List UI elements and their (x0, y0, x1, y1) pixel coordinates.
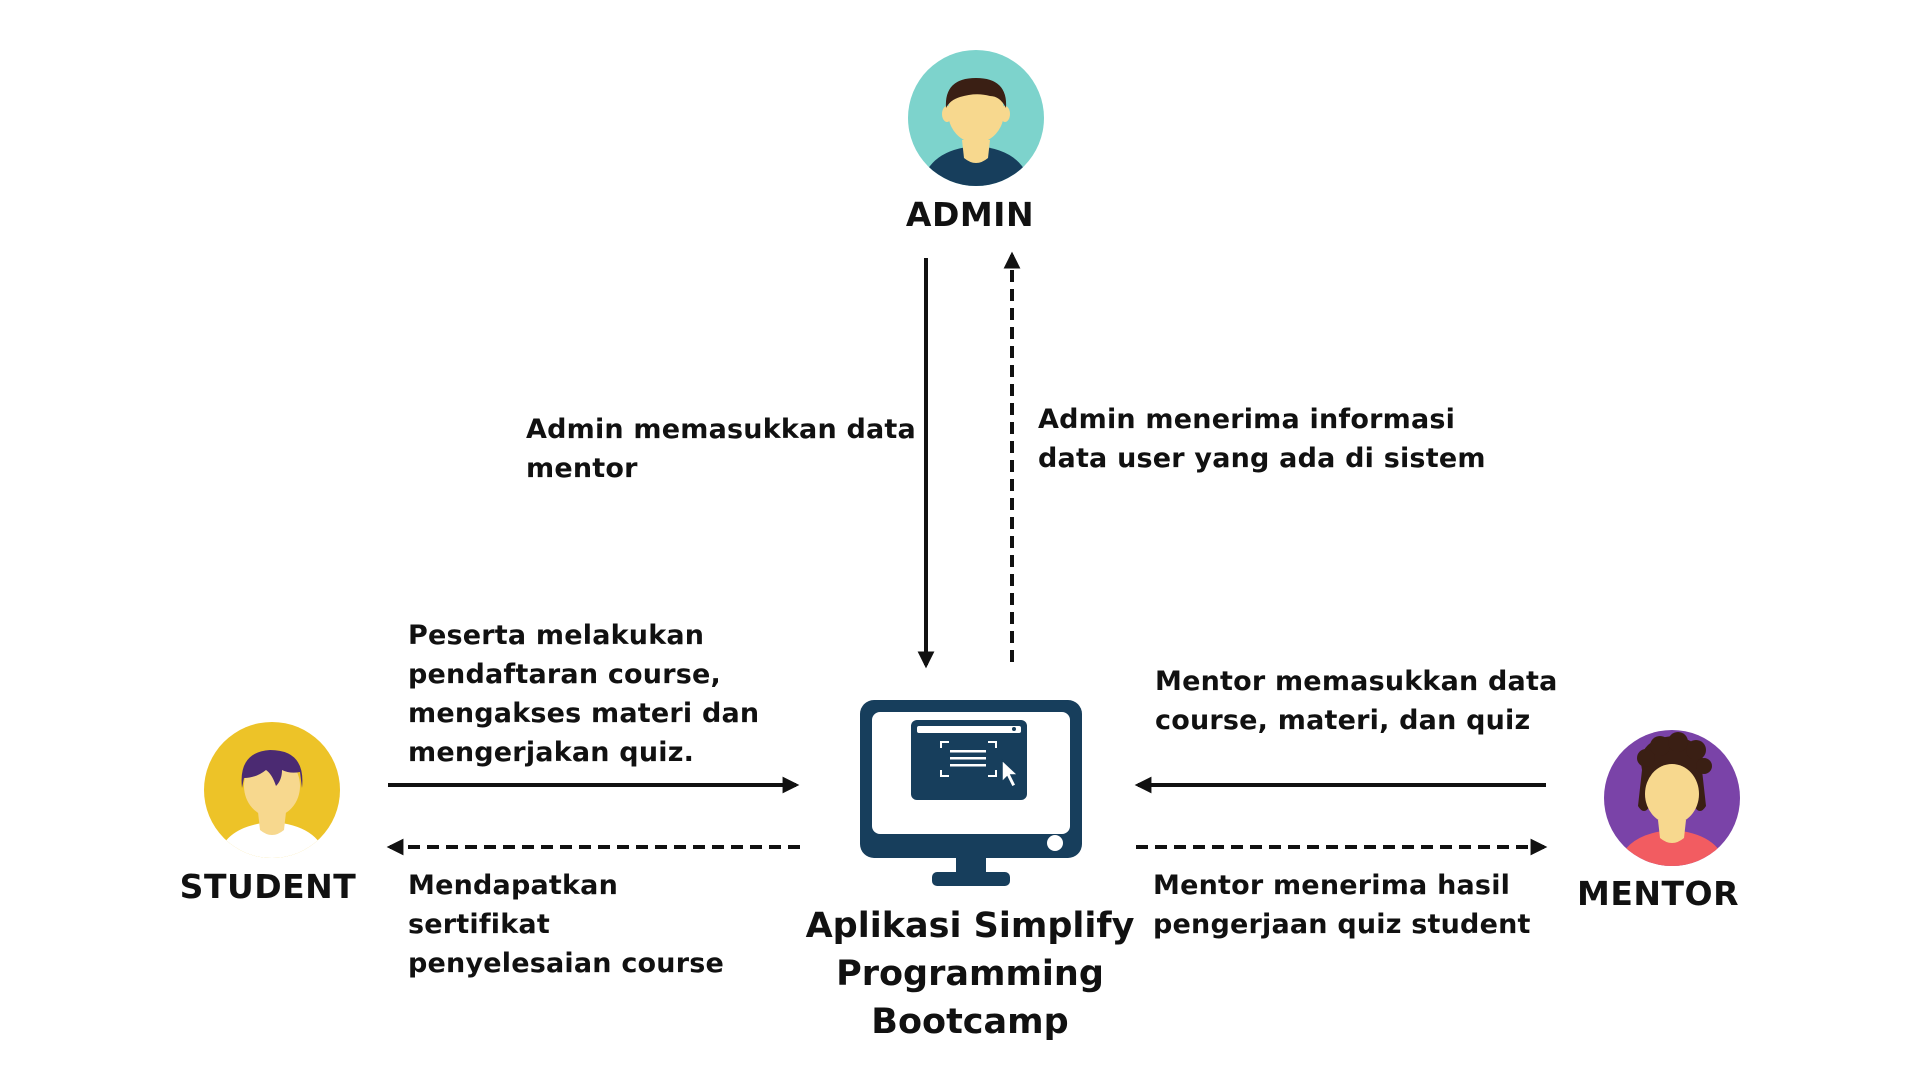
app-title-line: Bootcamp (871, 1002, 1069, 1042)
label-line: Admin menerima informasi (1038, 404, 1456, 435)
label-line: Mentor memasukkan data (1155, 666, 1558, 697)
app-title-line: Aplikasi Simplify (805, 906, 1135, 946)
admin-avatar-icon (908, 50, 1044, 186)
student-label: STUDENT (179, 867, 357, 906)
label-line: penyelesaian course (408, 948, 725, 979)
label-line: Mendapatkan (408, 870, 618, 901)
label-admin-to-app: Admin memasukkan data mentor (526, 410, 916, 488)
mentor-avatar-icon (1604, 730, 1740, 866)
label-line: Admin memasukkan data (526, 414, 916, 445)
app-title-line: Programming (836, 954, 1104, 994)
label-line: Mentor menerima hasil (1153, 870, 1511, 901)
label-line: course, materi, dan quiz (1155, 705, 1531, 736)
label-line: mentor (526, 453, 638, 484)
mentor-label: MENTOR (1577, 874, 1739, 913)
admin-label: ADMIN (905, 195, 1035, 234)
label-app-to-admin: Admin menerima informasi data user yang … (1038, 400, 1486, 478)
label-student-to-app: Peserta melakukan pendaftaran course, me… (408, 616, 759, 772)
label-mentor-to-app: Mentor memasukkan data course, materi, d… (1155, 662, 1558, 740)
label-line: pengerjaan quiz student (1153, 909, 1531, 940)
label-line: pendaftaran course, (408, 659, 721, 690)
label-line: sertifikat (408, 909, 550, 940)
computer-monitor-icon (860, 700, 1082, 886)
label-line: data user yang ada di sistem (1038, 443, 1486, 474)
label-app-to-student: Mendapatkan sertifikat penyelesaian cour… (408, 866, 724, 983)
label-line: mengerjakan quiz. (408, 737, 695, 768)
student-avatar-icon (204, 722, 340, 858)
app-title: Aplikasi Simplify Programming Bootcamp (780, 902, 1160, 1046)
label-line: Peserta melakukan (408, 620, 705, 651)
label-line: mengakses materi dan (408, 698, 760, 729)
label-app-to-mentor: Mentor menerima hasil pengerjaan quiz st… (1153, 866, 1531, 944)
